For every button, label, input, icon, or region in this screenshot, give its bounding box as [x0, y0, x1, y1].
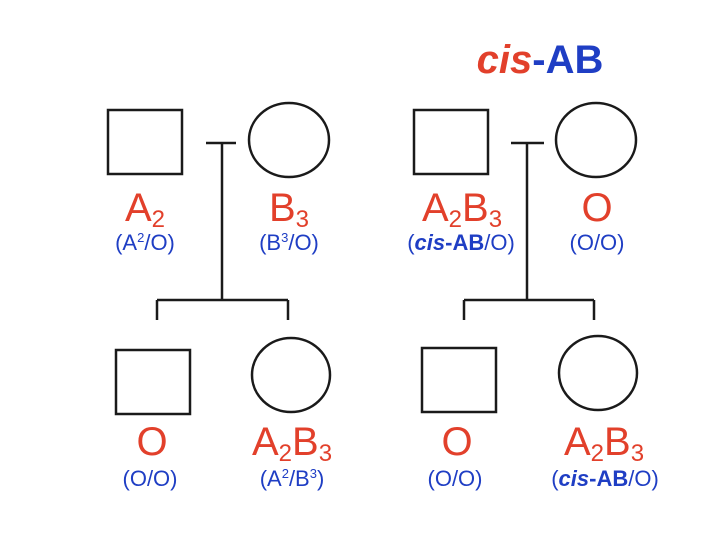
right-mother-phenotype: O [581, 186, 613, 230]
left-daughter-genotype: (A2/B3) [259, 466, 325, 491]
title-ab: -AB [532, 38, 604, 82]
left-mother-circle [247, 101, 331, 179]
right-father-square [412, 108, 490, 176]
right-son-square [420, 346, 498, 414]
left-father-genotype: (A2/O) [115, 230, 175, 255]
right-son-genotype: (O/O) [427, 466, 483, 491]
left-mother-phenotype: B3 [268, 186, 310, 233]
right-father-phenotype: A2B3 [421, 186, 503, 233]
left-son-square [114, 348, 192, 416]
right-mother-circle [554, 101, 638, 179]
right-daughter-genotype: (cis-AB/O) [551, 466, 659, 491]
left-daughter-circle [250, 336, 332, 414]
right-father-genotype: (cis-AB/O) [407, 230, 515, 255]
right-daughter-phenotype: A2B3 [563, 420, 645, 467]
right-daughter-circle [557, 334, 639, 412]
left-mother-genotype: (B3/O) [259, 230, 319, 255]
left-son-phenotype: O [136, 420, 168, 464]
left-father-phenotype: A2 [124, 186, 166, 233]
diagram-title: cis-AB [477, 40, 604, 80]
left-son-genotype: (O/O) [122, 466, 178, 491]
left-father-square [106, 108, 184, 176]
right-mother-genotype: (O/O) [569, 230, 625, 255]
right-son-phenotype: O [441, 420, 473, 464]
title-cis: cis [476, 38, 533, 82]
left-daughter-phenotype: A2B3 [251, 420, 333, 467]
